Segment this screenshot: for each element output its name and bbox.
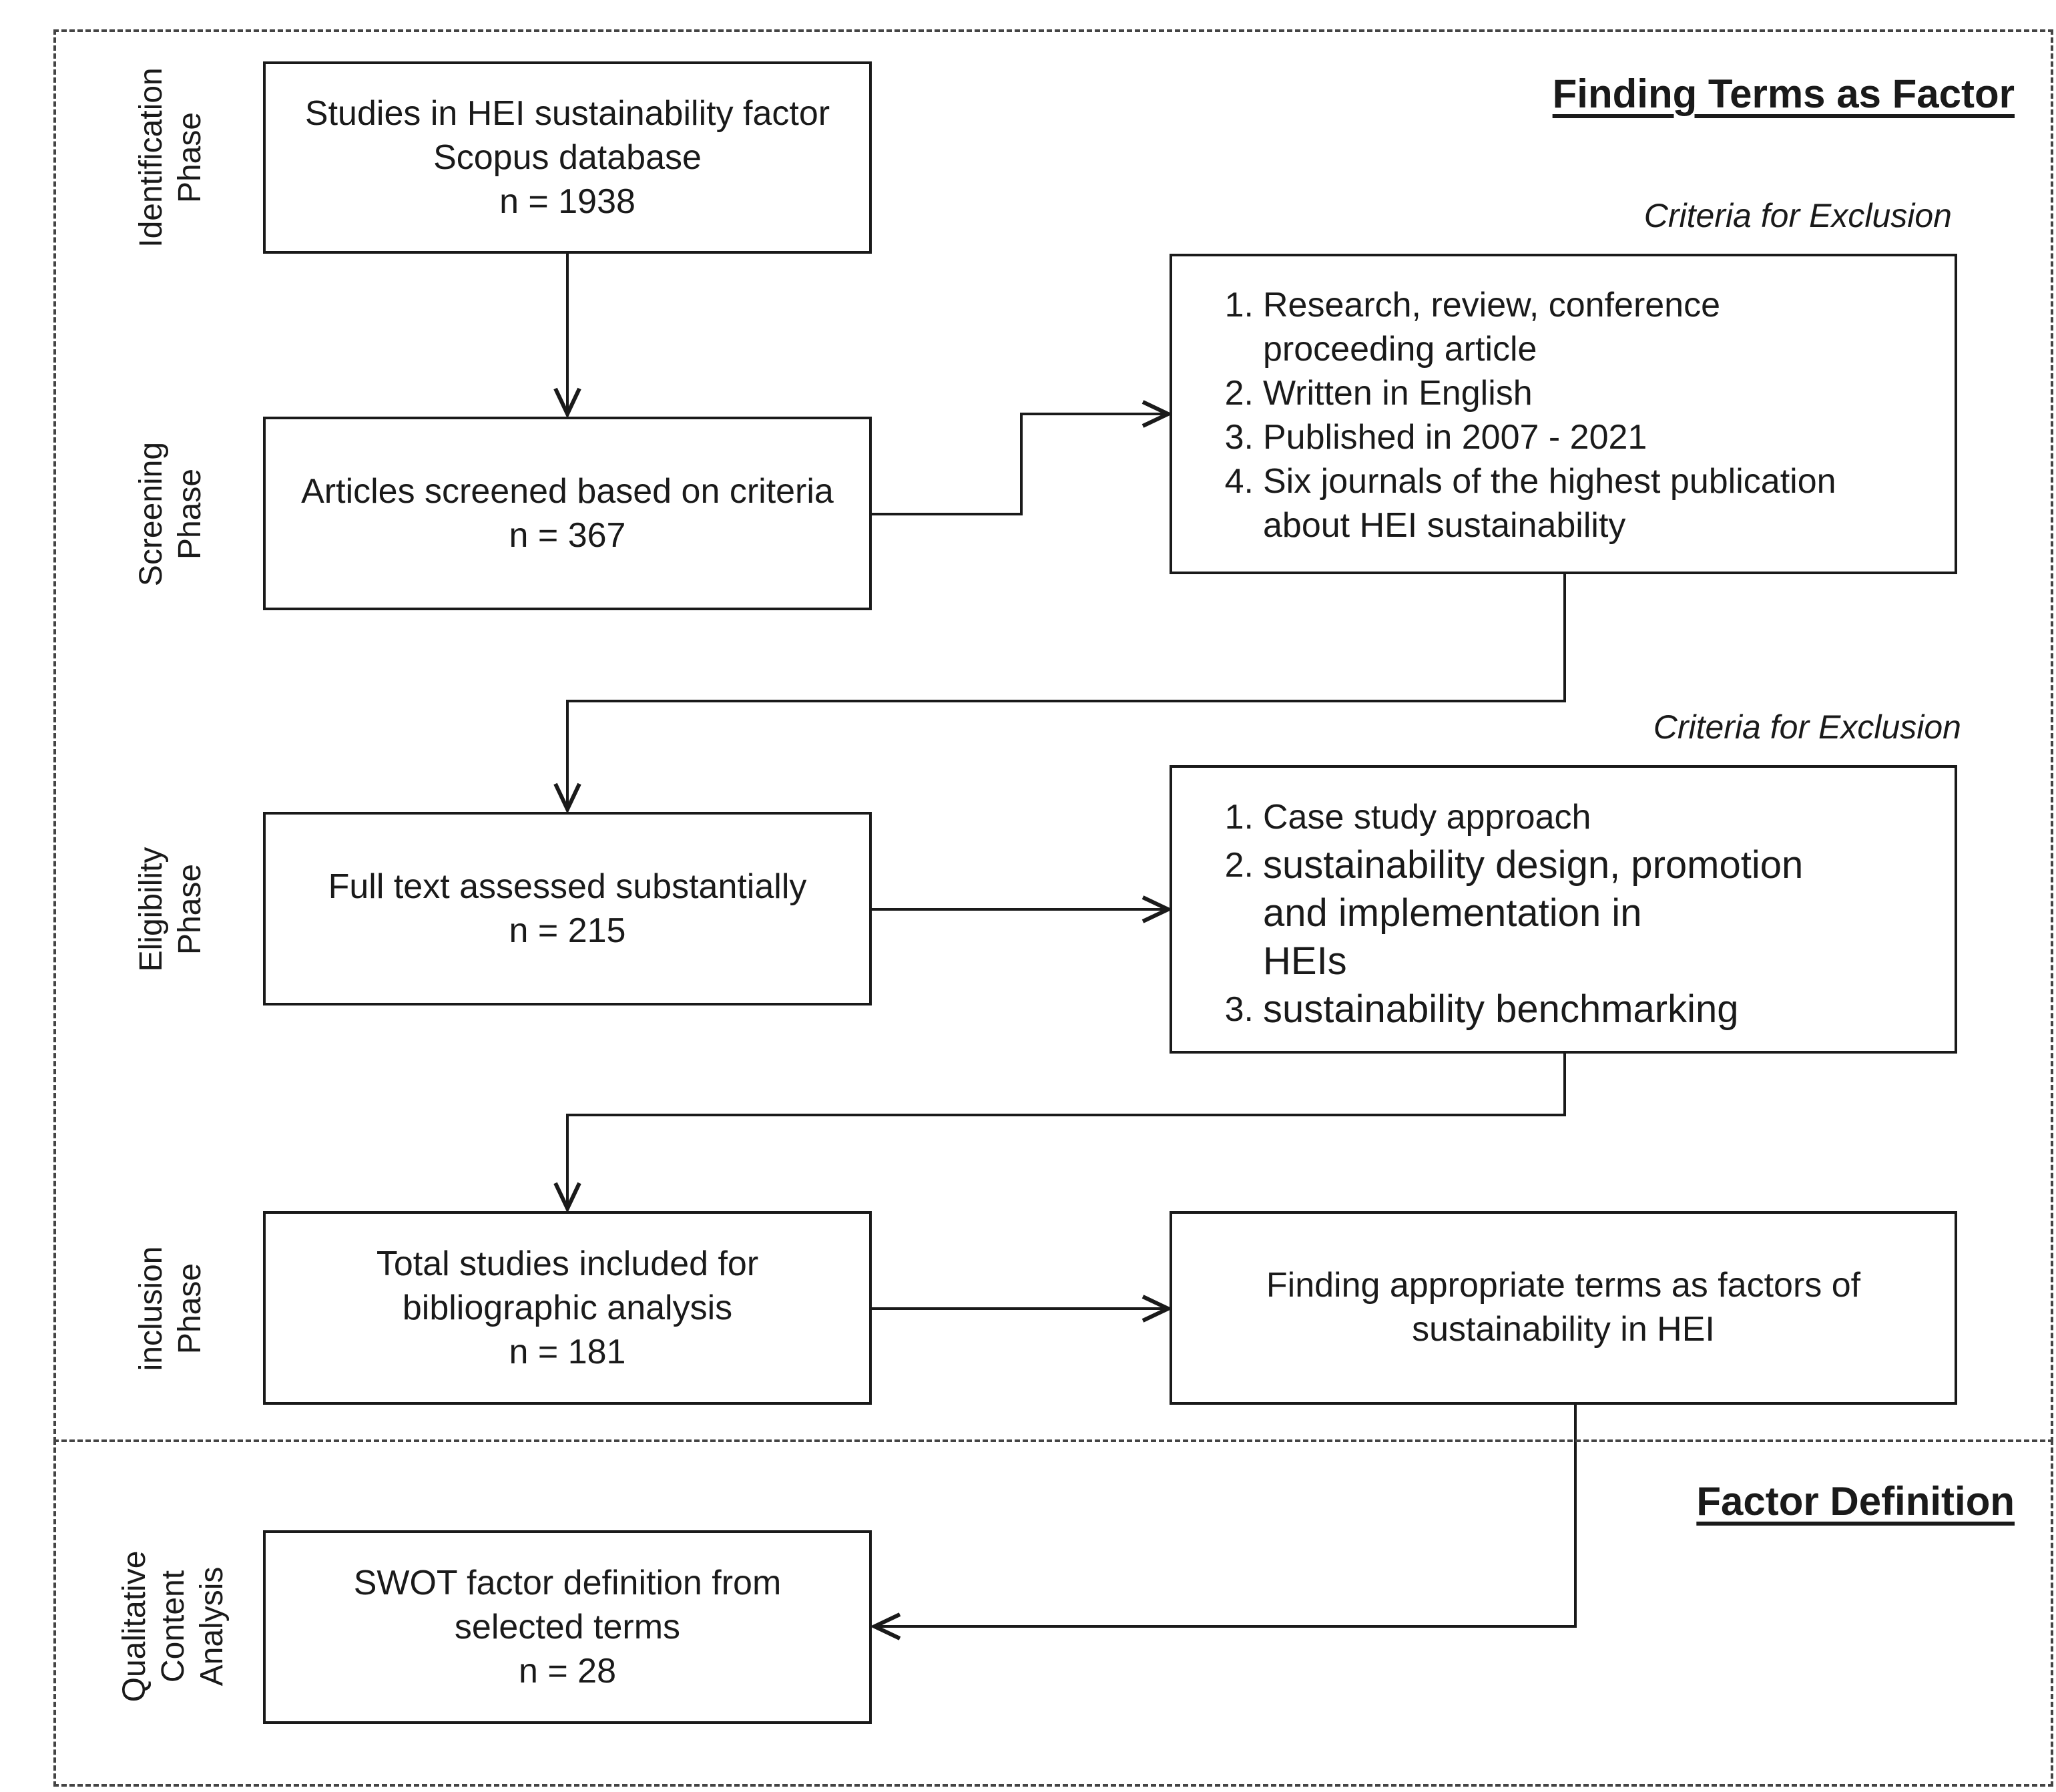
box-inclusion: Total studies included for bibliographic… (263, 1211, 872, 1405)
arrow-screening-to-criteria1 (872, 414, 1168, 515)
criteria-1-item: 4. Six journals of the highest publicati… (1224, 462, 1836, 545)
box-swot-factor-definition: SWOT factor definition from selected ter… (263, 1530, 872, 1724)
box-screening: Articles screened based on criteria n = … (263, 417, 872, 610)
section-title-finding-terms: Finding Terms as Factor (1552, 71, 2015, 116)
arrow-finding-terms-to-swot (874, 1405, 1577, 1626)
criteria-2-item: 1. Case study approach (1224, 798, 1591, 837)
section-factor-definition (53, 1439, 2053, 1787)
box-eligibility: Full text assessed substantially n = 215 (263, 812, 872, 1005)
criteria-2-item: 3. sustainability benchmarking (1224, 987, 1739, 1031)
criteria-label-2: Criteria for Exclusion (1653, 708, 1961, 746)
criteria-box-2: 1. Case study approach 2. sustainability… (1170, 765, 1957, 1054)
criteria-1-item: 2. Written in English (1224, 374, 1533, 413)
criteria-1-item: 3. Published in 2007 - 2021 (1224, 418, 1647, 457)
box-finding-appropriate-terms: Finding appropriate terms as factors of … (1170, 1211, 1957, 1405)
arrow-criteria2-to-inclusion (567, 1054, 1566, 1208)
section-title-factor-definition: Factor Definition (1696, 1479, 2015, 1524)
arrow-criteria1-to-eligibility (567, 574, 1566, 809)
box-identification: Studies in HEI sustainability factor Sco… (263, 61, 872, 254)
criteria-label-1: Criteria for Exclusion (1643, 197, 1952, 234)
